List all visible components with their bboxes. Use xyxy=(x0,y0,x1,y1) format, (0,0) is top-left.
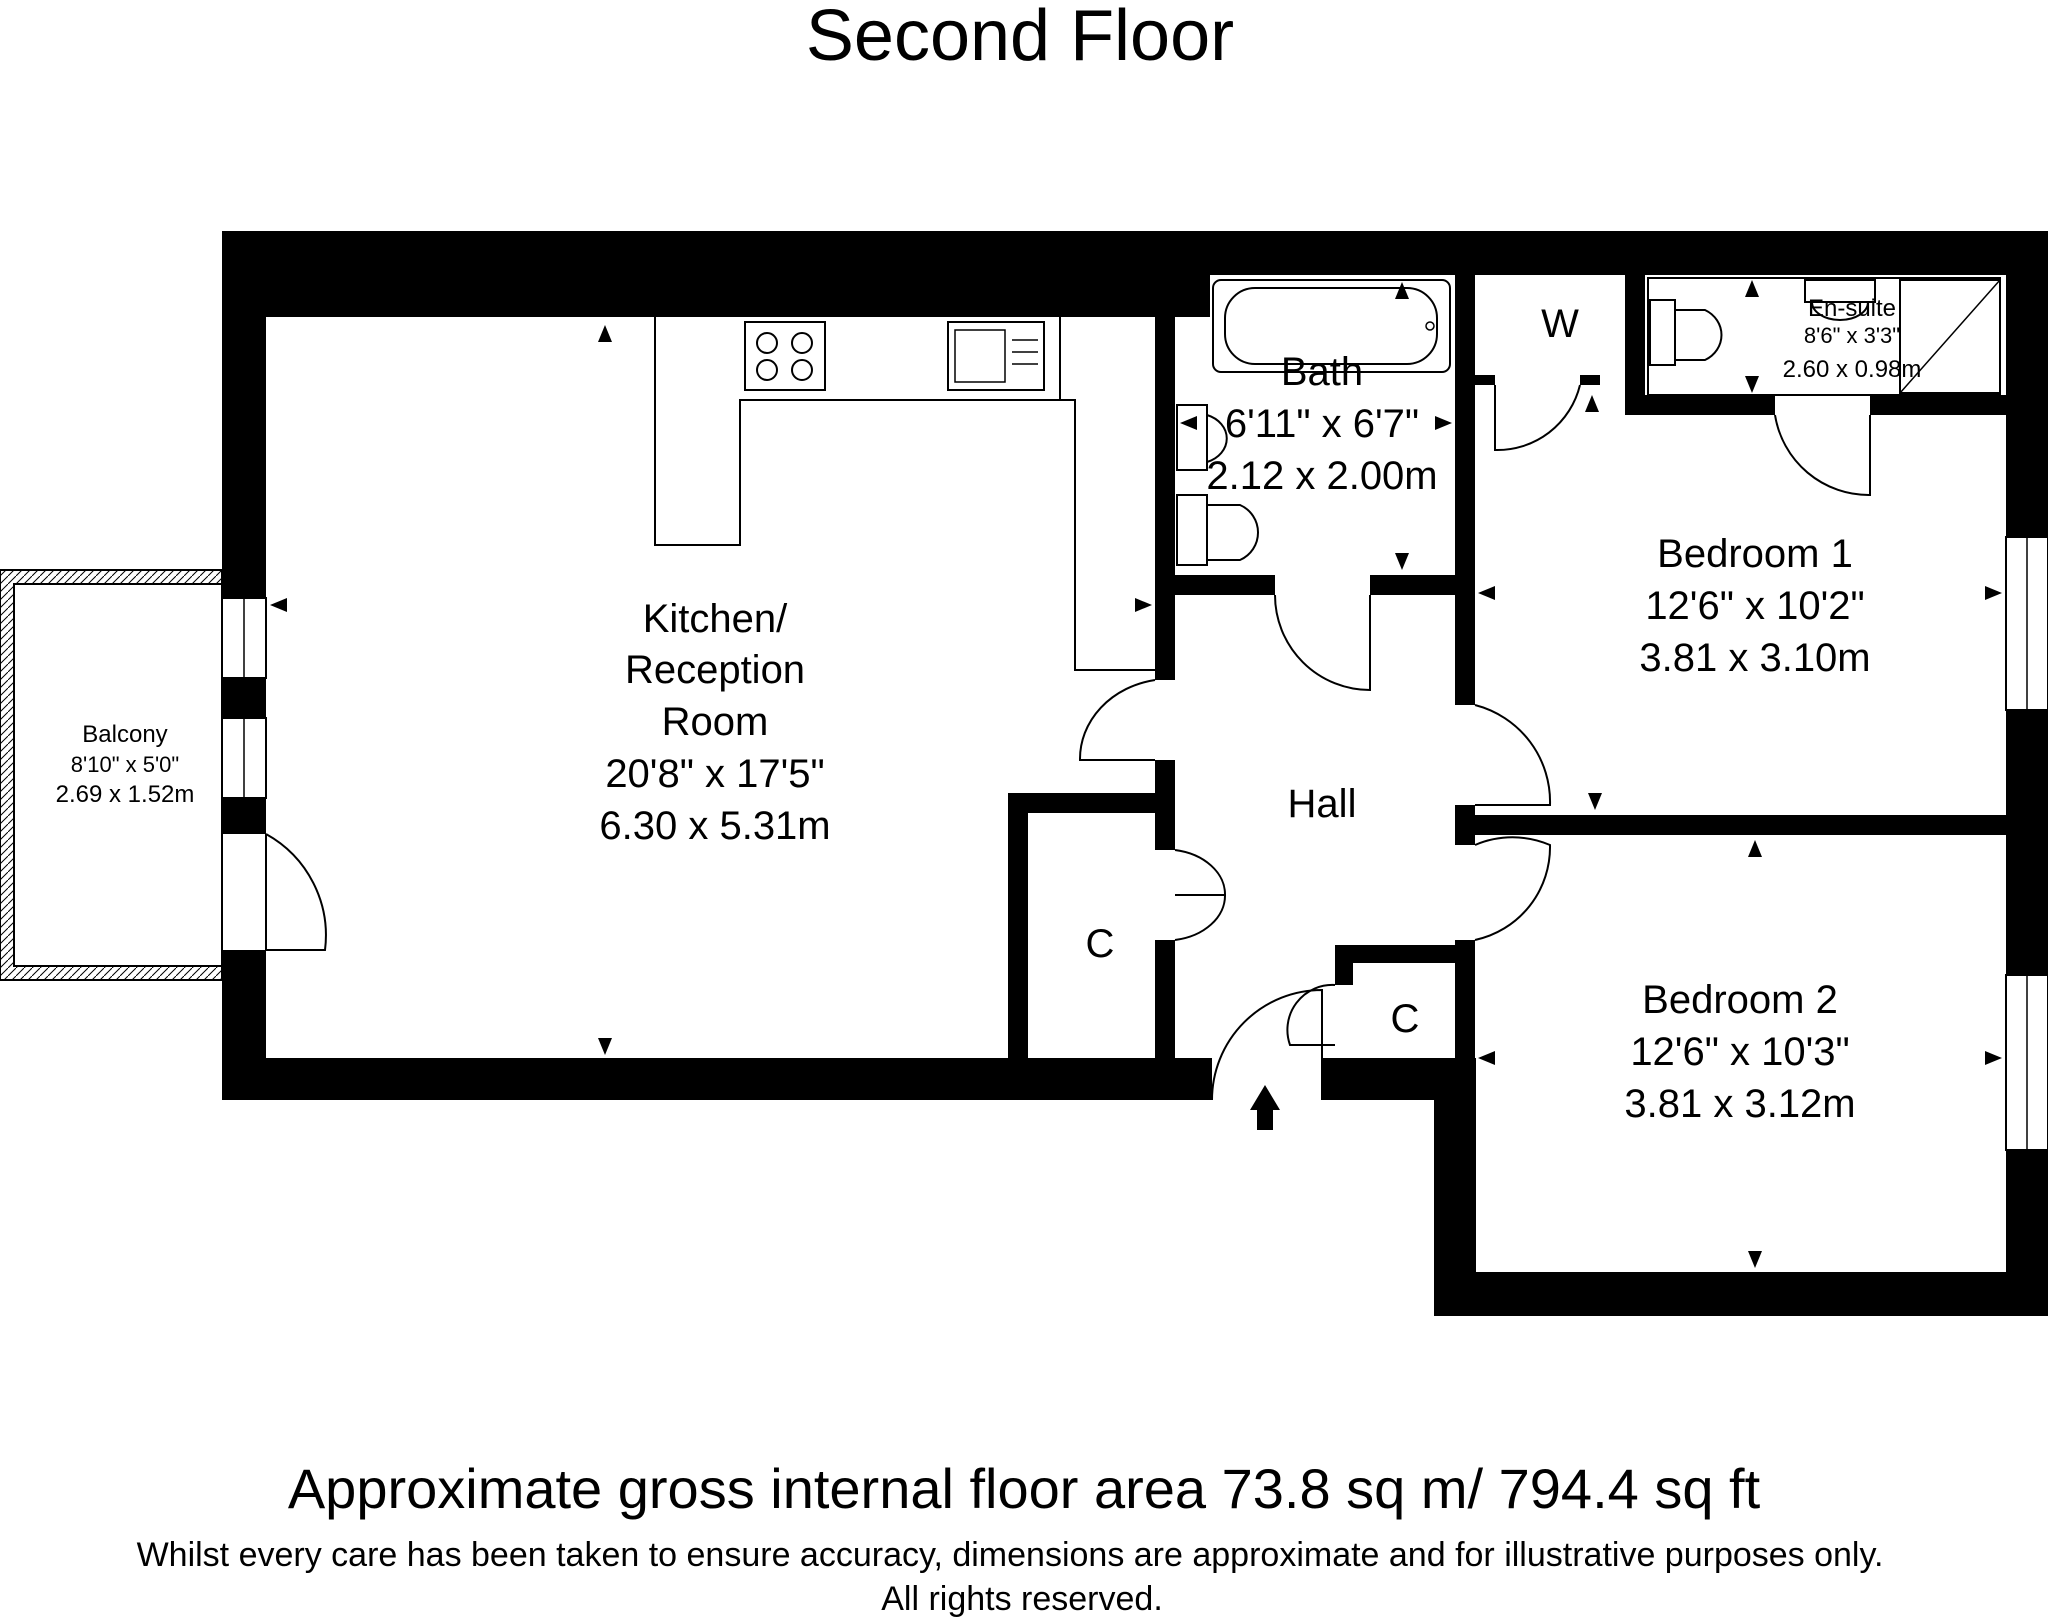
bath-label: Bath 6'11" x 6'7" 2.12 x 2.00m xyxy=(1206,350,1437,498)
hob-icon xyxy=(744,321,826,391)
ensuite-label: En-suite 8'6" x 3'3" 2.60 x 0.98m xyxy=(1783,295,1922,383)
cupboard-left-label: C xyxy=(1086,922,1115,966)
kitchen-imperial: 20'8" x 17'5" xyxy=(605,752,824,796)
ensuite-name: En-suite xyxy=(1808,295,1896,322)
bedroom2-name: Bedroom 2 xyxy=(1642,978,1838,1022)
kitchen-fixtures xyxy=(654,314,1155,671)
kitchen-name-line3: Room xyxy=(662,700,769,744)
wardrobe-label: W xyxy=(1541,302,1579,346)
bedroom1-metric: 3.81 x 3.10m xyxy=(1639,636,1870,680)
ensuite-metric: 2.60 x 0.98m xyxy=(1783,356,1922,383)
balcony-imperial: 8'10" x 5'0" xyxy=(71,752,179,777)
ensuite-imperial: 8'6" x 3'3" xyxy=(1804,323,1900,348)
washbasin-icon xyxy=(1804,279,1876,303)
bedroom2-imperial: 12'6" x 10'3" xyxy=(1630,1030,1849,1074)
balcony-metric: 2.69 x 1.52m xyxy=(56,781,195,808)
page-title: Second Floor xyxy=(806,0,1234,76)
bath-metric: 2.12 x 2.00m xyxy=(1206,454,1437,498)
floor-area-text: Approximate gross internal floor area 73… xyxy=(288,1457,1761,1520)
bath-imperial: 6'11" x 6'7" xyxy=(1225,402,1419,446)
bedroom2-metric: 3.81 x 3.12m xyxy=(1624,1082,1855,1126)
windows xyxy=(221,536,2048,1151)
hall-label: Hall xyxy=(1288,782,1357,826)
toilet-icon xyxy=(1176,494,1208,566)
balcony-label: Balcony 8'10" x 5'0" 2.69 x 1.52m xyxy=(56,721,195,808)
disclaimer-text: Whilst every care has been taken to ensu… xyxy=(137,1536,1884,1574)
cupboard-right-label: C xyxy=(1391,997,1420,1041)
bedroom1-imperial: 12'6" x 10'2" xyxy=(1645,584,1864,628)
shower-icon xyxy=(1899,279,2001,394)
ensuite-fixtures xyxy=(1647,277,2001,396)
washbasin-icon xyxy=(1176,404,1208,471)
balcony xyxy=(0,569,223,981)
toilet-icon xyxy=(1649,299,1676,366)
bedroom1-name: Bedroom 1 xyxy=(1657,532,1853,576)
balcony-name: Balcony xyxy=(82,721,167,748)
kitchen-name-line1: Kitchen/ xyxy=(643,597,788,641)
bathtub-icon xyxy=(1212,279,1451,373)
rights-text: All rights reserved. xyxy=(881,1580,1163,1618)
kitchen-label: Kitchen/ Reception Room 20'8" x 17'5" 6.… xyxy=(599,597,830,848)
sink-icon xyxy=(947,321,1045,391)
kitchen-metric: 6.30 x 5.31m xyxy=(599,804,830,848)
bath-fixtures xyxy=(1176,279,1451,566)
entrance-arrow-icon xyxy=(1250,1085,1280,1130)
walls xyxy=(222,231,2048,1316)
dimension-markers xyxy=(270,280,2002,1268)
bath-name: Bath xyxy=(1281,350,1363,394)
kitchen-name-line2: Reception xyxy=(625,648,805,692)
doors xyxy=(265,384,1871,1101)
bedroom1-label: Bedroom 1 12'6" x 10'2" 3.81 x 3.10m xyxy=(1639,532,1870,680)
bedroom2-label: Bedroom 2 12'6" x 10'3" 3.81 x 3.12m xyxy=(1624,978,1855,1126)
